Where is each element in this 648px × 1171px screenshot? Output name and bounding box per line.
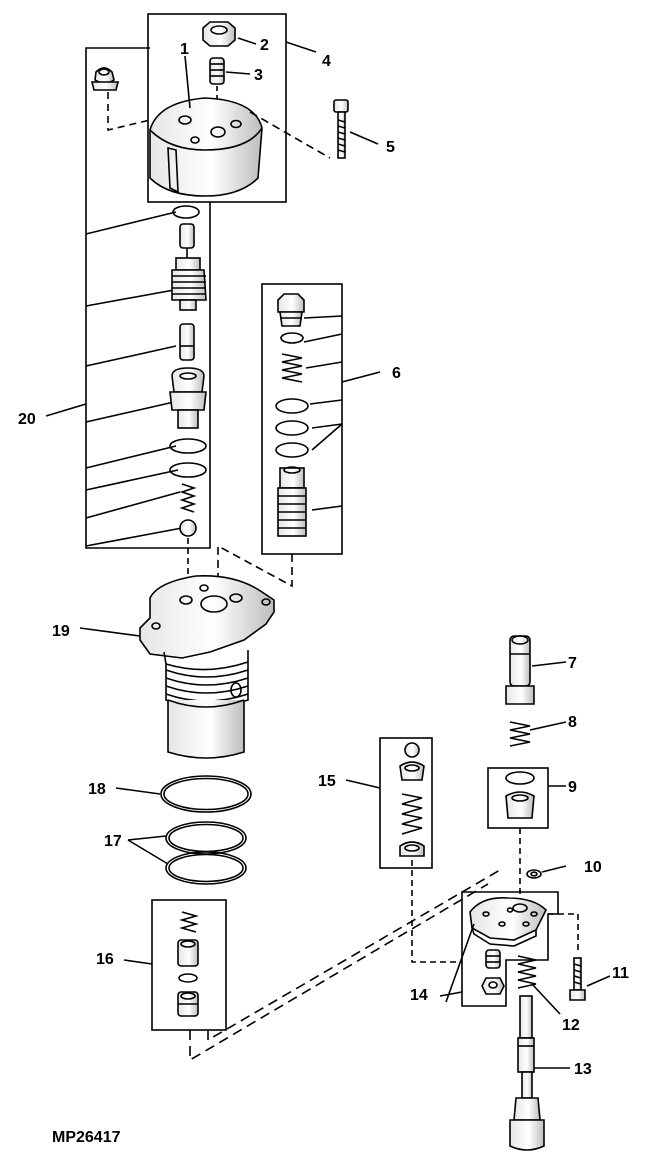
group-box-16 xyxy=(123,899,227,1031)
part-9-o-ring xyxy=(505,771,535,785)
part-7-plunger xyxy=(505,635,567,705)
part-19-pump-housing xyxy=(79,575,275,759)
callout-12: 12 xyxy=(562,1017,580,1034)
part-6-plug xyxy=(277,293,305,327)
figure-id: MP26417 xyxy=(52,1129,121,1146)
part-8-spring xyxy=(509,721,567,747)
part-15-ball xyxy=(404,742,420,758)
part-6-o-ring-a xyxy=(275,398,309,414)
callout-15: 15 xyxy=(318,773,336,790)
group-box-6 xyxy=(261,283,381,555)
part-1-cover xyxy=(149,55,263,197)
part-18-o-ring xyxy=(115,775,252,813)
part-6-o-ring-b xyxy=(275,420,309,436)
callout-19: 19 xyxy=(52,623,70,640)
callout-4: 4 xyxy=(322,53,331,70)
callout-8: 8 xyxy=(568,714,577,731)
callout-6: 6 xyxy=(392,365,401,382)
part-16-sleeve xyxy=(177,939,199,967)
callout-3: 3 xyxy=(254,67,263,84)
part-13-plunger-rod xyxy=(509,995,570,1151)
callout-18: 18 xyxy=(88,781,106,798)
part-17-backup-rings xyxy=(127,821,247,885)
callout-11: 11 xyxy=(612,965,629,982)
callout-20: 20 xyxy=(18,411,36,428)
part-14-fitting xyxy=(485,949,501,969)
callout-2: 2 xyxy=(260,37,269,54)
part-11-cap-screw xyxy=(569,957,611,1001)
part-15-spring xyxy=(401,793,423,835)
part-16-o-ring xyxy=(178,973,198,983)
part-20-valve-seat xyxy=(169,367,207,429)
part-20-ball xyxy=(179,519,197,537)
part-20-o-ring-upper xyxy=(169,438,207,454)
part-12-spring xyxy=(517,955,561,1015)
part-6-spring xyxy=(281,353,303,383)
part-20-valve-body xyxy=(171,257,207,311)
part-16-plug xyxy=(177,991,199,1017)
callout-17: 17 xyxy=(104,833,122,850)
callout-5: 5 xyxy=(386,139,395,156)
part-14-nut xyxy=(481,977,505,995)
callout-13: 13 xyxy=(574,1061,592,1078)
group-box-20 xyxy=(45,47,211,549)
callout-14: 14 xyxy=(410,987,428,1004)
part-14-valve-plate xyxy=(469,896,547,947)
group-box-4 xyxy=(147,13,317,203)
part-16-spring xyxy=(179,911,199,933)
part-2-nut xyxy=(202,21,257,47)
part-20-valve-cap xyxy=(90,67,120,91)
group-box-9 xyxy=(487,767,566,829)
part-15-retainer xyxy=(399,761,425,781)
callout-1: 1 xyxy=(180,41,189,58)
part-20-o-ring-top xyxy=(172,205,200,219)
callout-7: 7 xyxy=(568,655,577,672)
part-10-washer xyxy=(526,865,567,879)
group-box-14 xyxy=(439,891,559,1007)
part-20-spring xyxy=(179,483,197,513)
callout-16: 16 xyxy=(96,951,114,968)
callout-10: 10 xyxy=(584,859,602,876)
part-9-seat xyxy=(505,791,535,819)
part-20-plunger xyxy=(179,323,195,361)
part-20-pin xyxy=(179,223,195,260)
part-6-o-ring-small xyxy=(280,332,304,344)
part-15-seat xyxy=(399,841,425,857)
part-6-o-ring-c xyxy=(275,442,309,458)
callout-9: 9 xyxy=(568,779,577,796)
part-6-spool xyxy=(277,466,307,537)
part-20-o-ring-lower xyxy=(169,462,207,478)
group-box-15 xyxy=(345,737,433,869)
part-5-cap-screw xyxy=(333,99,379,159)
callout-labels: 1 2 3 4 5 6 7 8 9 10 11 12 13 14 15 16 1… xyxy=(18,37,629,1078)
